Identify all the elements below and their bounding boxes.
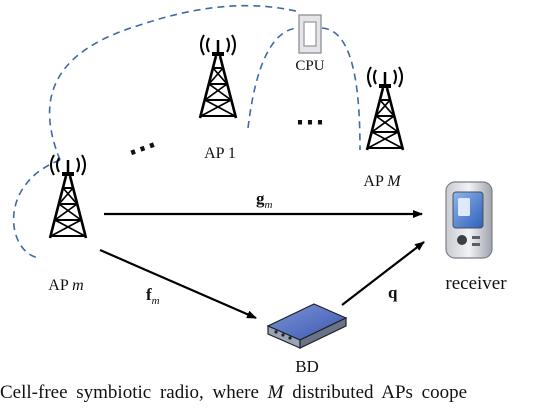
- g-sub: m: [265, 199, 273, 211]
- f-main: f: [146, 285, 152, 304]
- ap-M-prefix: AP: [363, 173, 387, 190]
- ap-1-tower-icon: [198, 33, 238, 120]
- ap-m-var: m: [72, 277, 84, 294]
- channel-q-label: q: [388, 283, 398, 302]
- ap-M-var: M: [386, 173, 402, 190]
- fronthaul-link-ap-M: [321, 27, 361, 151]
- ap-m-prefix: AP: [48, 277, 72, 294]
- ap-1-label: AP 1: [204, 145, 236, 162]
- cpu-icon: [298, 14, 322, 54]
- ap-m-tower-icon: [48, 153, 88, 240]
- bd-device-icon: [266, 303, 348, 349]
- channel-g-label: gm: [256, 189, 273, 211]
- ap-M-tower-icon: [365, 65, 405, 152]
- cpu-label: CPU: [295, 58, 324, 74]
- ellipsis-left: ⋯: [123, 128, 162, 169]
- receiver-label: receiver: [445, 273, 507, 294]
- ap-m-label: AP m: [48, 277, 83, 294]
- ap-M-label: AP M: [363, 173, 402, 190]
- f-sub: m: [152, 295, 160, 307]
- bd-label: BD: [295, 357, 319, 376]
- caption-text-1: Cell-free symbiotic radio, where: [0, 382, 268, 403]
- channel-q-arrow: [341, 241, 425, 306]
- channel-f-arrow: [99, 248, 257, 320]
- figure-caption: Cell-free symbiotic radio, where M distr…: [0, 382, 544, 410]
- ellipsis-right: ⋯: [295, 106, 325, 139]
- caption-var: M: [267, 382, 284, 403]
- caption-text-2: distributed APs coope: [283, 382, 468, 403]
- g-main: g: [256, 189, 265, 208]
- fronthaul-link-ap-1: [247, 27, 299, 129]
- receiver-phone-icon: [445, 181, 493, 259]
- channel-f-label: fm: [146, 285, 160, 307]
- fronthaul-link-ap-m: [12, 4, 301, 259]
